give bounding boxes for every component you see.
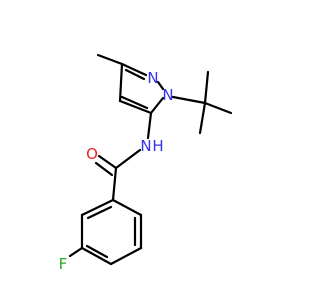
bond-co-double xyxy=(94,161,114,177)
bond-c5-c4 xyxy=(118,99,153,115)
bond-n2-n1 xyxy=(156,80,165,91)
bond-tbu-me2 xyxy=(203,101,233,115)
bond-tbu-me3 xyxy=(198,101,207,135)
bond-nh-carbonyl xyxy=(114,148,142,170)
bond-c3-n2 xyxy=(120,62,148,77)
ring-bond-6 xyxy=(80,198,115,217)
atom-amide-h: H xyxy=(152,137,163,155)
bond-n1-tbu xyxy=(171,95,207,105)
ring-inner-2 xyxy=(85,244,109,259)
structure-svg: N N N H O F xyxy=(59,53,233,273)
ring-bond-4 xyxy=(80,246,113,266)
bond-carbonyl-ring xyxy=(111,166,118,202)
atom-n1: N xyxy=(162,86,173,104)
ring-inner-3 xyxy=(86,205,113,220)
bond-c3-methyl xyxy=(96,53,124,66)
bond-c4-c3 xyxy=(118,62,124,103)
bonds xyxy=(68,53,233,266)
bond-co xyxy=(97,154,118,170)
bond-tbu-me1 xyxy=(203,70,210,105)
bond-c5-nh xyxy=(146,111,153,140)
bond-ring-f xyxy=(68,246,84,258)
bond-c5-c4-double xyxy=(120,95,149,110)
atom-amide-n: N xyxy=(140,137,151,155)
bond-n1-c5 xyxy=(149,96,165,115)
ring-bond-1 xyxy=(111,198,143,217)
atom-n2: N xyxy=(147,69,158,87)
bond-c3-n2-double xyxy=(124,68,146,81)
ring-bond-3 xyxy=(109,246,143,266)
atom-o: O xyxy=(86,145,98,163)
atom-labels: N N N H O F xyxy=(59,69,174,273)
atom-f: F xyxy=(59,255,68,273)
molecule-diagram: N N N H O F xyxy=(59,53,233,273)
